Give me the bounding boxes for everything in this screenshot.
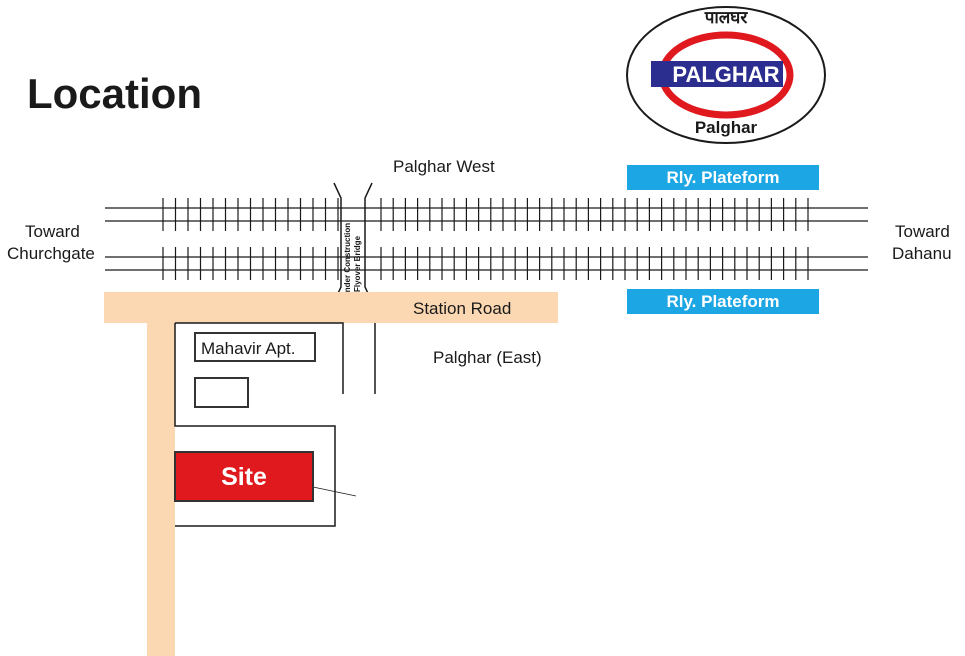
toward-churchgate-line1: Toward — [25, 222, 80, 241]
platform-top: Rly. Plateform — [627, 165, 819, 190]
palghar-east-label: Palghar (East) — [433, 348, 542, 367]
station-road — [104, 292, 558, 323]
station-logo: PALGHAR पालघर Palghar — [626, 6, 826, 144]
logo-marathi-text: पालघर — [704, 8, 749, 28]
logo-banner-text: PALGHAR — [672, 62, 779, 87]
logo-banner — [651, 61, 783, 87]
building-box — [194, 377, 249, 408]
toward-churchgate-line2: Churchgate — [7, 244, 95, 263]
vertical-road — [147, 292, 175, 656]
flyover-label-line2: Flyover Bridge — [353, 235, 362, 292]
page-title: Location — [27, 70, 202, 117]
railway-ties — [162, 198, 809, 280]
mahavir-apt-label: Mahavir Apt. — [201, 339, 296, 358]
platform-bottom: Rly. Plateform — [627, 289, 819, 314]
logo-bottom-text: Palghar — [695, 118, 758, 137]
palghar-west-label: Palghar West — [393, 157, 495, 176]
railway-tracks — [105, 207, 868, 271]
mahavir-apt-box: Mahavir Apt. — [194, 332, 316, 362]
flyover-label-line1: Under Construction — [343, 223, 352, 298]
toward-dahanu-line2: Dahanu — [892, 244, 952, 263]
station-road-label: Station Road — [413, 299, 512, 318]
site-box: Site — [174, 451, 314, 502]
toward-dahanu-line1: Toward — [895, 222, 950, 241]
